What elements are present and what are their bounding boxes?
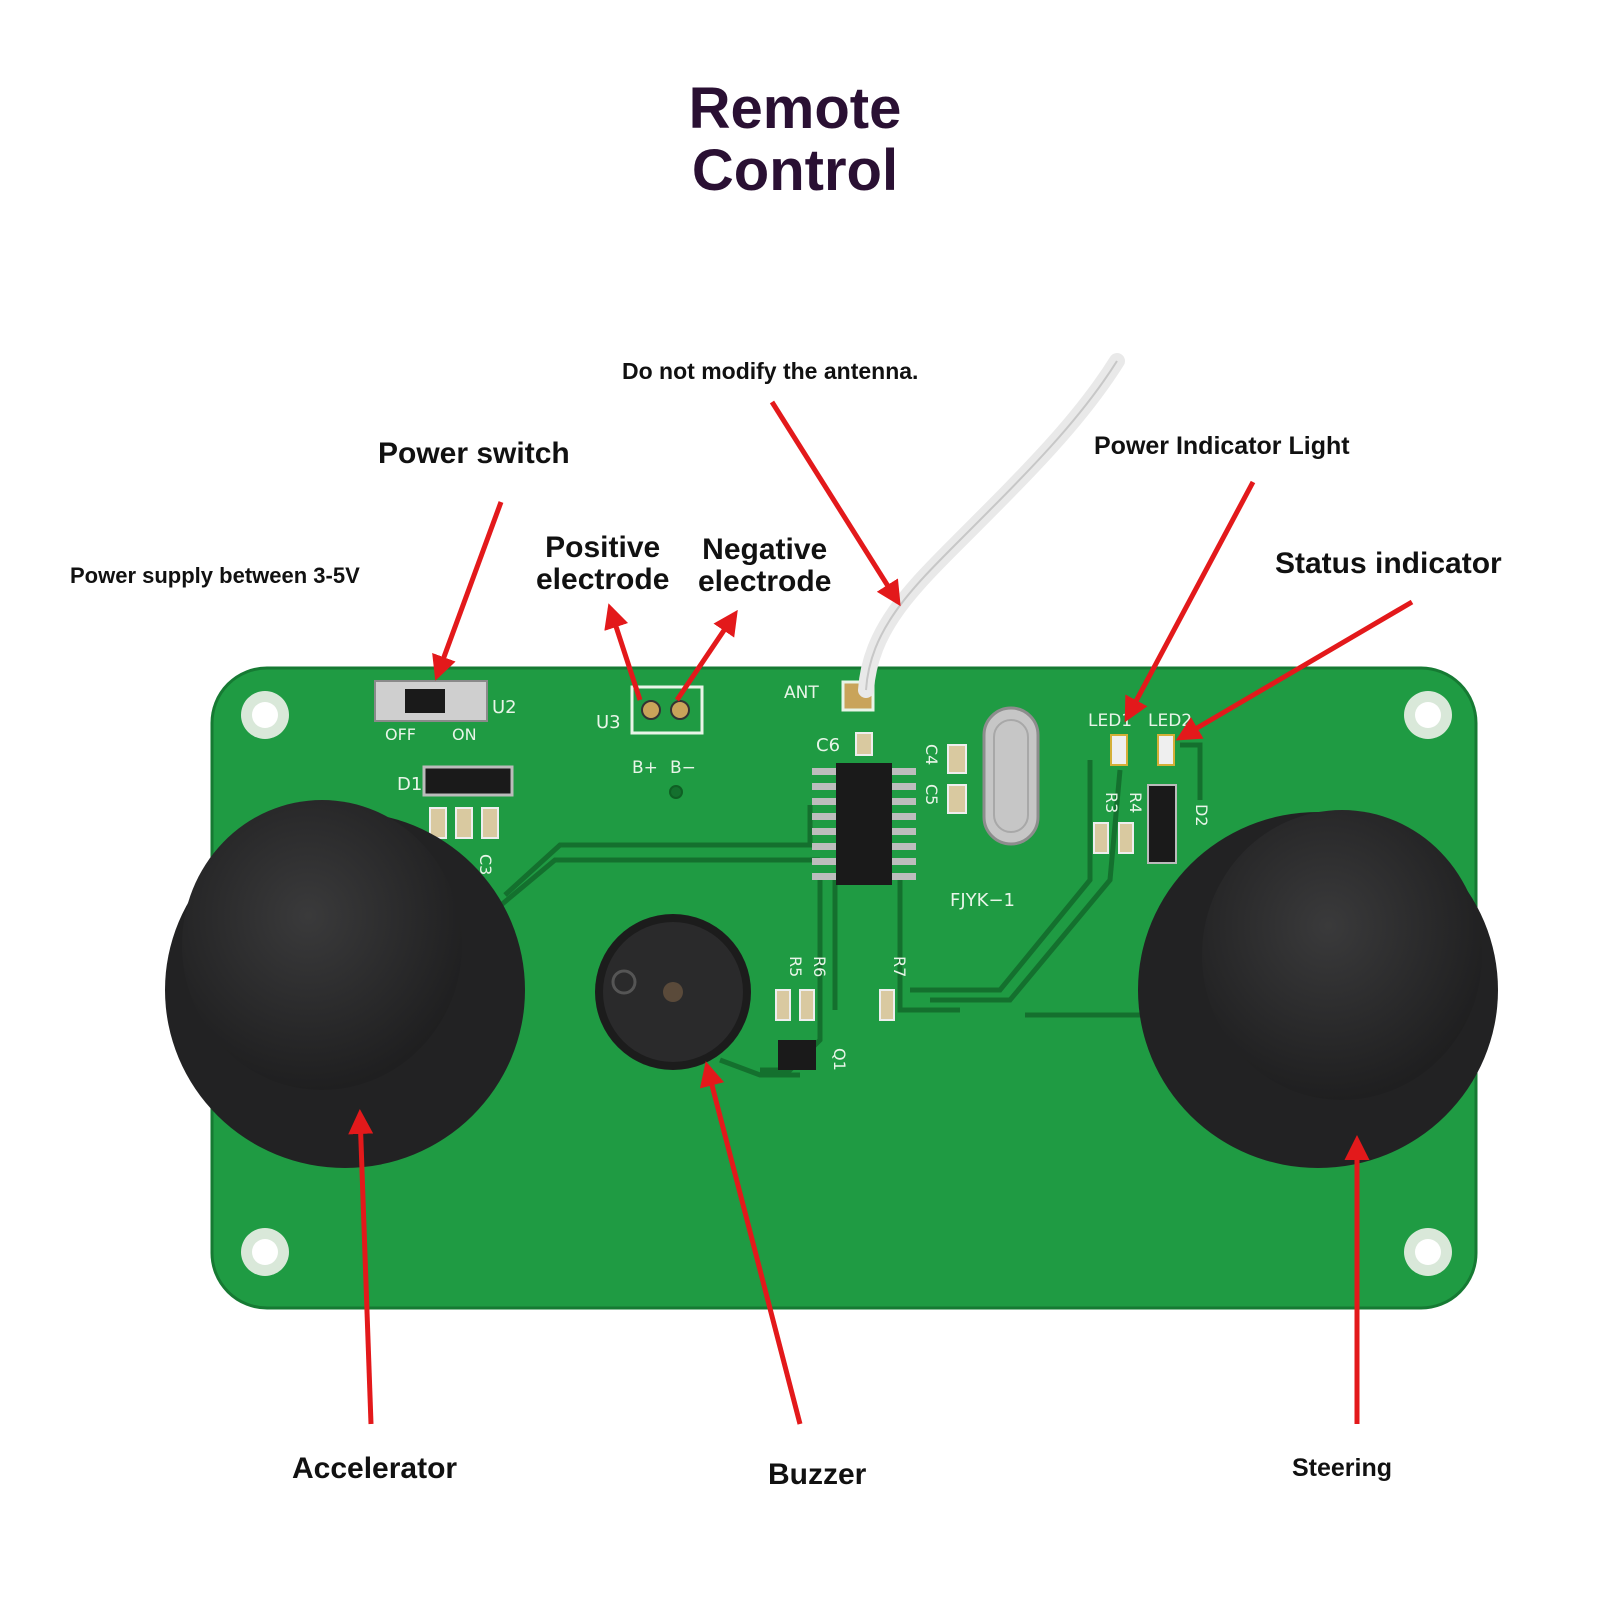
label-positive-line1: Positive (545, 531, 661, 564)
transistor-q1 (778, 1040, 816, 1070)
left-joystick (165, 800, 525, 1168)
silk-on: ON (452, 725, 477, 744)
silk-r4: R4 (1126, 792, 1145, 813)
silk-d2: D2 (1192, 804, 1211, 827)
mounting-holes (241, 691, 1452, 1276)
silk-r7: R7 (890, 956, 909, 977)
label-negative-line2: electrode (698, 565, 832, 598)
arrow-buzzer (699, 1061, 803, 1425)
silk-b-plus: B+ (632, 758, 658, 778)
silk-r5: R5 (786, 956, 805, 977)
silk-c4: C4 (922, 744, 941, 765)
silk-c5: C5 (922, 784, 941, 805)
title-line2: Control (691, 138, 899, 203)
silk-led1: LED1 (1088, 711, 1132, 731)
silk-led2: LED2 (1148, 711, 1192, 731)
right-joystick (1138, 810, 1498, 1168)
silk-r6: R6 (810, 956, 829, 977)
label-power-indicator: Power Indicator Light (1094, 432, 1350, 460)
crystal-oscillator (982, 706, 1040, 846)
silk-u2: U2 (492, 697, 517, 718)
page-title: Remote Control (560, 78, 1030, 202)
arrow-status (1175, 599, 1414, 741)
diode-d2 (1147, 784, 1177, 864)
ic-chip (812, 763, 916, 885)
power-led (1110, 734, 1128, 766)
arrow-power-switch (432, 501, 504, 681)
antenna-wire (858, 353, 1125, 698)
label-positive-line2: electrode (536, 563, 670, 596)
label-accelerator: Accelerator (292, 1452, 458, 1485)
buzzer (595, 914, 751, 1070)
status-led (1157, 734, 1175, 766)
label-negative-electrode: Negative electrode (698, 534, 831, 598)
arrow-accelerator (348, 1109, 374, 1425)
silk-b-minus: B− (670, 758, 696, 778)
silk-u3: U3 (596, 712, 621, 733)
annotation-arrows (348, 400, 1414, 1425)
battery-header-u3 (630, 685, 704, 735)
arrow-antenna (769, 400, 901, 607)
label-status-indicator: Status indicator (1275, 547, 1502, 580)
silk-r3: R3 (1102, 792, 1121, 813)
label-buzzer: Buzzer (768, 1458, 867, 1491)
arrow-negative (674, 609, 738, 702)
arrow-positive (604, 603, 643, 701)
label-positive-electrode: Positive electrode (536, 532, 669, 596)
label-power-supply: Power supply between 3-5V (70, 563, 360, 588)
title-line1: Remote (688, 76, 902, 141)
silk-model: FJYK−1 (950, 890, 1015, 911)
silk-ant: ANT (784, 683, 819, 703)
silk-c6: C6 (816, 735, 840, 756)
smd-caps-left (429, 807, 499, 839)
label-power-switch: Power switch (378, 437, 570, 470)
diode-d1 (422, 765, 514, 797)
label-negative-line1: Negative (702, 533, 828, 566)
arrow-power-indicator (1124, 480, 1256, 723)
power-switch (374, 680, 488, 722)
silk-d1: D1 (397, 774, 422, 795)
label-antenna-note: Do not modify the antenna. (622, 358, 919, 384)
silk-off: OFF (385, 725, 416, 744)
label-steering: Steering (1292, 1454, 1393, 1482)
silk-q1: Q1 (830, 1048, 849, 1071)
silk-c3: C3 (476, 854, 495, 875)
